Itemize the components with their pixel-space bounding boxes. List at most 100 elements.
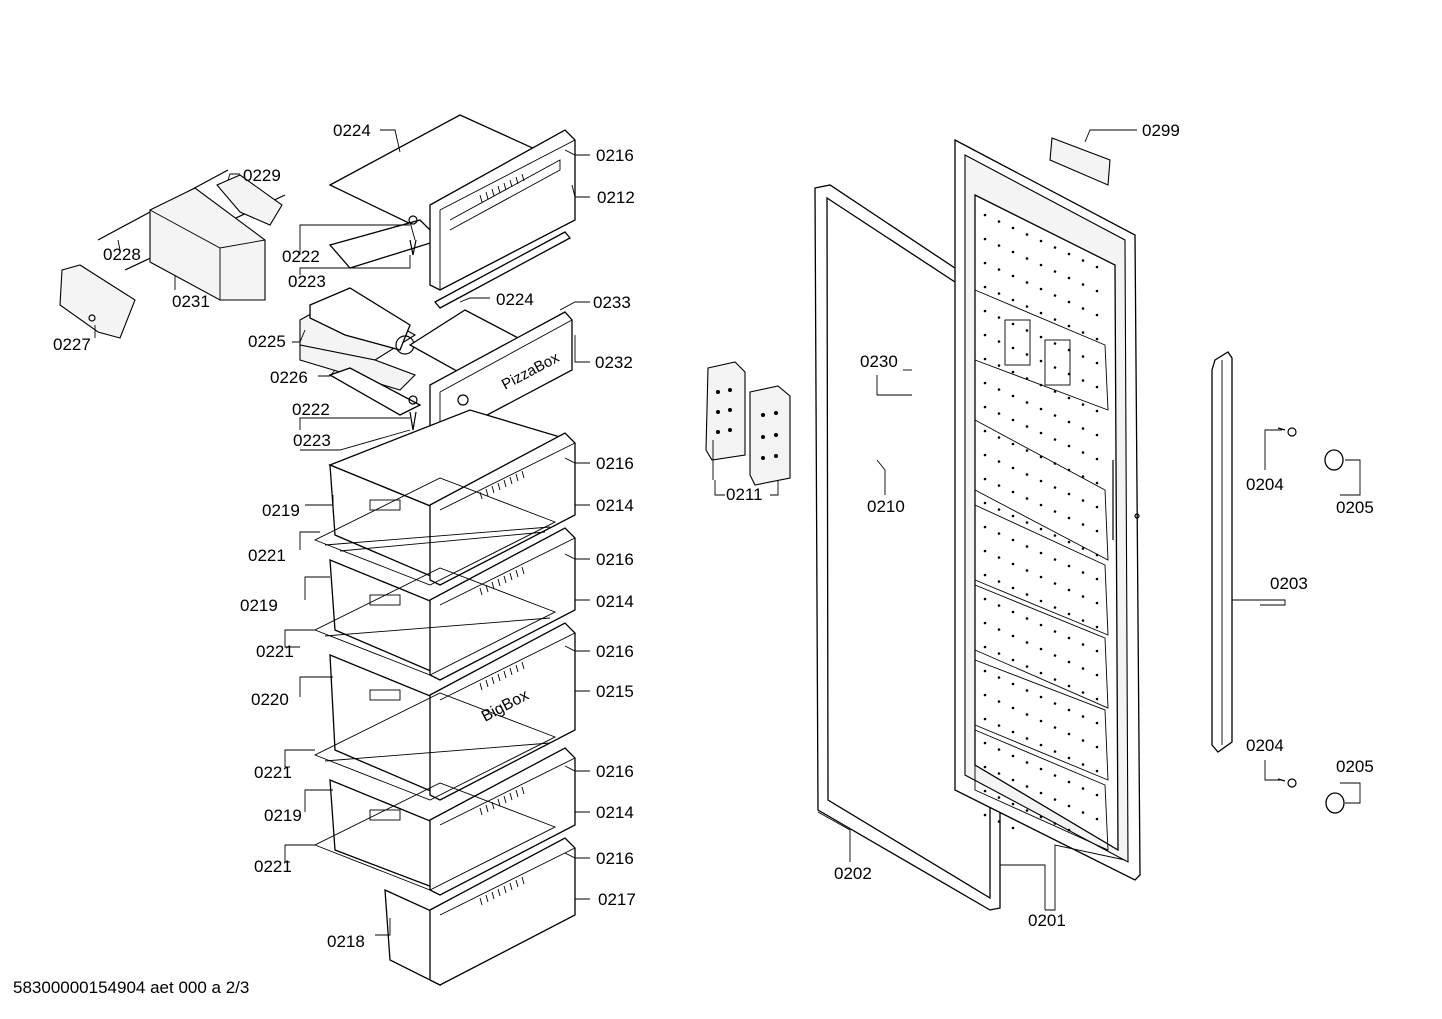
panel-dot (983, 309, 987, 313)
panel-dot (1067, 300, 1071, 304)
panel-dot (1081, 499, 1085, 502)
panel-dot (1067, 636, 1071, 640)
panel-dot (997, 388, 1001, 391)
panel-dot (1081, 715, 1085, 718)
panel-dot (997, 772, 1001, 775)
panel-dot (997, 580, 1001, 583)
panel-dot (1053, 558, 1057, 561)
label-0214-3: 0214 (596, 803, 634, 822)
panel-dot (1053, 774, 1057, 777)
label-0232: 0232 (595, 353, 633, 372)
panel-dot (983, 405, 987, 409)
label-0203: 0203 (1270, 574, 1308, 593)
panel-dot (1053, 462, 1057, 465)
panel-dot (983, 429, 987, 433)
panel-dot (1025, 737, 1029, 740)
panel-dot (1039, 599, 1043, 603)
panel-dot (1095, 793, 1099, 797)
panel-dot (1053, 606, 1057, 609)
panel-dot (1081, 547, 1085, 550)
panel-dot (1011, 274, 1015, 278)
panel-dot (1011, 826, 1015, 830)
panel-dot (1095, 361, 1099, 365)
panel-dot (1039, 479, 1043, 483)
panel-dot (1067, 372, 1071, 376)
label-0212: 0212 (597, 188, 635, 207)
panel-dot (1011, 754, 1015, 758)
panel-dot (997, 652, 1001, 655)
panel-dot (1067, 540, 1071, 544)
label-0216-5: 0216 (596, 762, 634, 781)
top-drawer-front (429, 129, 576, 291)
panel-dot (1025, 449, 1029, 452)
panel-dot (1081, 763, 1085, 766)
panel-dot (1025, 329, 1029, 332)
panel-dot (983, 501, 987, 505)
panel-dot (1067, 324, 1071, 328)
label-0227: 0227 (53, 335, 91, 354)
panel-dot (1081, 379, 1085, 382)
panel-dot (1095, 721, 1099, 725)
label-0215: 0215 (596, 682, 634, 701)
panel-dot (1081, 307, 1085, 310)
bigbox-drawer: BigBox (329, 622, 576, 801)
panel-dot (1081, 691, 1085, 694)
panel-dot (1011, 490, 1015, 494)
panel-dot (1025, 377, 1029, 380)
panel-dot (1039, 623, 1043, 627)
label-0216-1: 0216 (596, 146, 634, 165)
panel-dot (1039, 743, 1043, 747)
panel-dot (1067, 756, 1071, 760)
panel-dot (997, 220, 1001, 223)
panel-dot (1067, 516, 1071, 520)
panel-dot (1053, 510, 1057, 513)
panel-dot (1025, 785, 1029, 788)
panel-dot (1039, 671, 1043, 675)
panel-dot (1081, 787, 1085, 790)
panel-dot (1025, 353, 1029, 356)
panel-dot (997, 508, 1001, 511)
panel-dot (1025, 665, 1029, 668)
panel-dot (1011, 514, 1015, 518)
panel-dot (1067, 804, 1071, 808)
panel-dot (1067, 660, 1071, 664)
panel-dot (983, 765, 987, 769)
panel-dot (1011, 562, 1015, 566)
label-0219-2: 0219 (240, 596, 278, 615)
panel-dot (1095, 433, 1099, 437)
panel-dot (1039, 287, 1043, 291)
panel-dot (983, 285, 987, 289)
label-0214-2: 0214 (596, 592, 634, 611)
panel-dot (1011, 538, 1015, 542)
wire-shelf-4 (313, 782, 557, 891)
panel-dot (1053, 702, 1057, 705)
panel-dot (1025, 713, 1029, 716)
panel-dot (1011, 778, 1015, 782)
panel-dot (1067, 828, 1071, 832)
panel-dot (983, 477, 987, 481)
panel-dot (1053, 798, 1057, 801)
panel-dot (1053, 270, 1057, 273)
panel-dot (1039, 719, 1043, 723)
part-labels: 0224 0216 0212 0229 0222 0228 0223 0231 … (53, 121, 1374, 951)
panel-dot (997, 532, 1001, 535)
label-0214-1: 0214 (596, 496, 634, 515)
panel-dot (1053, 486, 1057, 489)
panel-dot (1025, 617, 1029, 620)
panel-dot (1081, 427, 1085, 430)
panel-dot (1039, 695, 1043, 699)
panel-dot (1011, 658, 1015, 662)
label-0221-1: 0221 (248, 546, 286, 565)
panel-dot (997, 700, 1001, 703)
panel-dot (983, 549, 987, 553)
panel-dot (1025, 497, 1029, 500)
pizzabox-drawer: PizzaBox (408, 309, 573, 441)
panel-dot (983, 669, 987, 673)
panel-dot (1025, 761, 1029, 764)
panel-dot (997, 268, 1001, 271)
panel-dot (1053, 534, 1057, 537)
label-0226: 0226 (270, 368, 308, 387)
panel-dot (1053, 678, 1057, 681)
label-0217: 0217 (598, 890, 636, 909)
panel-dot (1067, 492, 1071, 496)
